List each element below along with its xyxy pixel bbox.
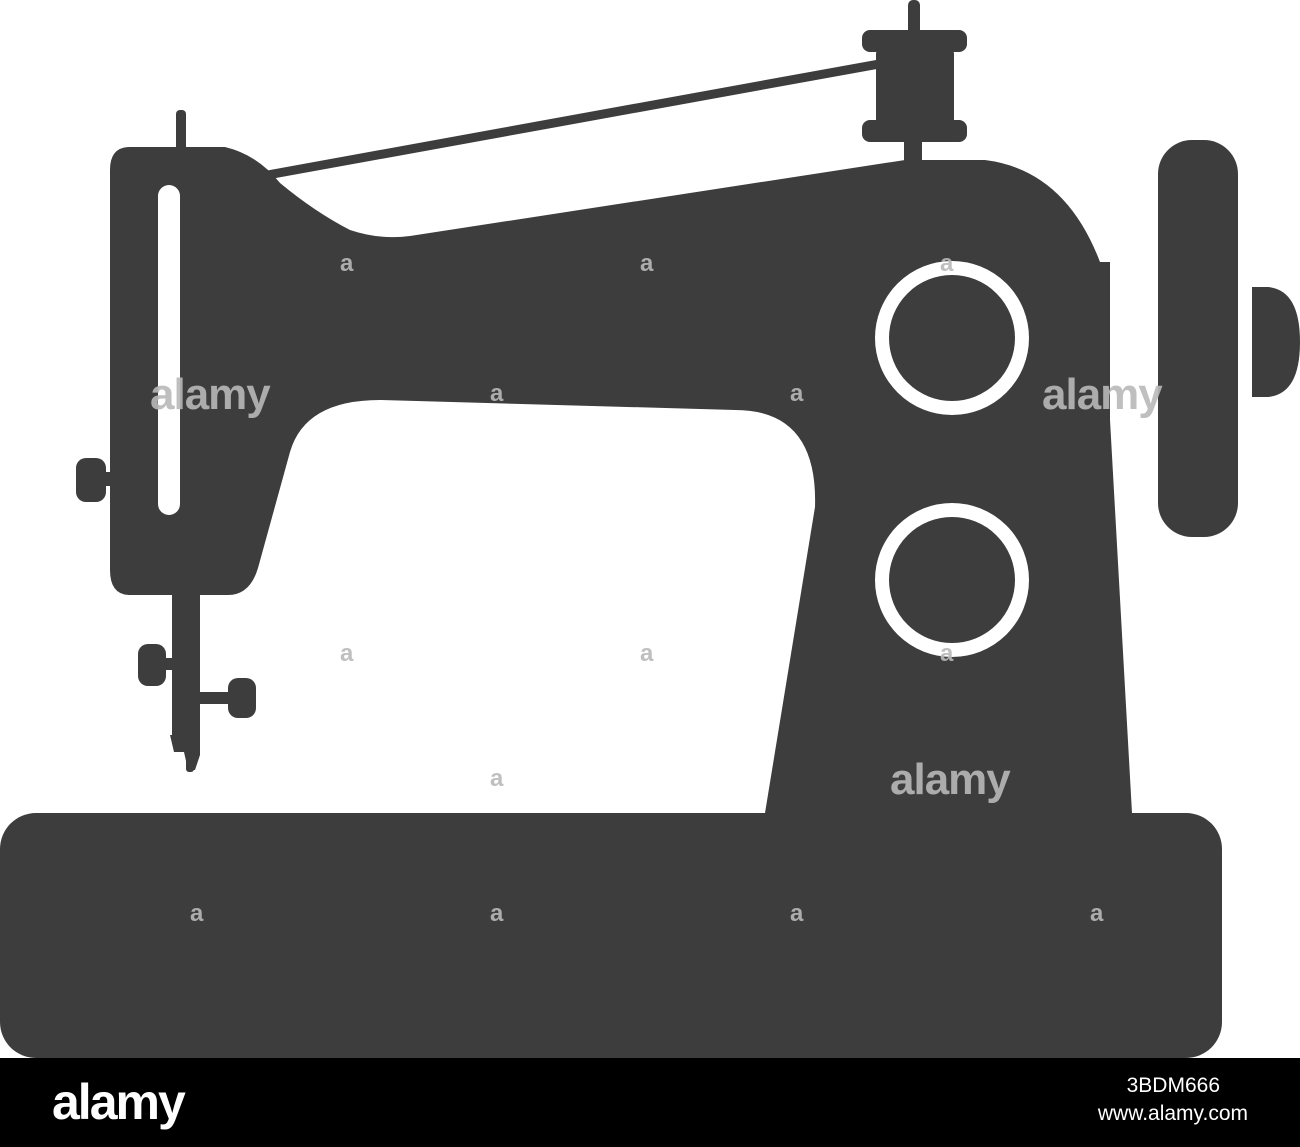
watermark-alamy: alamy [150,370,271,419]
spool-pin [908,0,920,38]
watermark-a: a [940,250,953,277]
presser-knob-right-stem [195,692,231,704]
watermark-a: a [490,380,503,407]
watermark-a: a [340,640,353,667]
watermark-alamy: alamy [890,755,1011,804]
watermark-a: a [640,250,653,277]
presser-knob-left-stem [158,658,178,670]
footer-url[interactable]: www.alamy.com [1097,1102,1248,1125]
spool-stem [904,138,922,168]
side-knob-stem [96,472,116,486]
hand-wheel [1158,140,1238,537]
machine-base [0,813,1222,1058]
sewing-machine-icon [0,0,1300,1058]
wheel-knob [1252,287,1300,397]
needle [186,740,194,772]
watermark-a: a [940,640,953,667]
watermark-a: a [790,900,803,927]
watermark-a: a [790,380,803,407]
tension-dial-lower [875,503,1029,657]
thread-line [257,57,895,181]
watermark-a: a [190,900,203,927]
presser-knob-right [228,678,256,718]
image-id: 3BDM666 [1126,1074,1220,1097]
presser-knob-left [138,644,166,686]
head-post [176,110,186,155]
watermark-a: a [490,765,503,792]
stock-image: a a a alamy a a alamy a a a a alamy a a … [0,0,1300,1058]
watermark-a: a [640,640,653,667]
watermark-alamy: alamy [1042,370,1163,419]
tension-dial-upper [875,261,1029,415]
machine-body [110,147,1132,813]
side-knob [76,458,106,502]
watermark-a: a [490,900,503,927]
watermark-a: a [1090,900,1103,927]
footer-logo: alamy [52,1074,186,1130]
footer-bar: alamy 3BDM666 www.alamy.com [0,1058,1300,1147]
presser-foot [170,735,200,770]
spool-top [862,30,967,52]
spool-body [876,48,954,128]
spool-bottom [862,120,967,142]
watermark-a: a [340,250,353,277]
thread-slot [158,185,180,515]
